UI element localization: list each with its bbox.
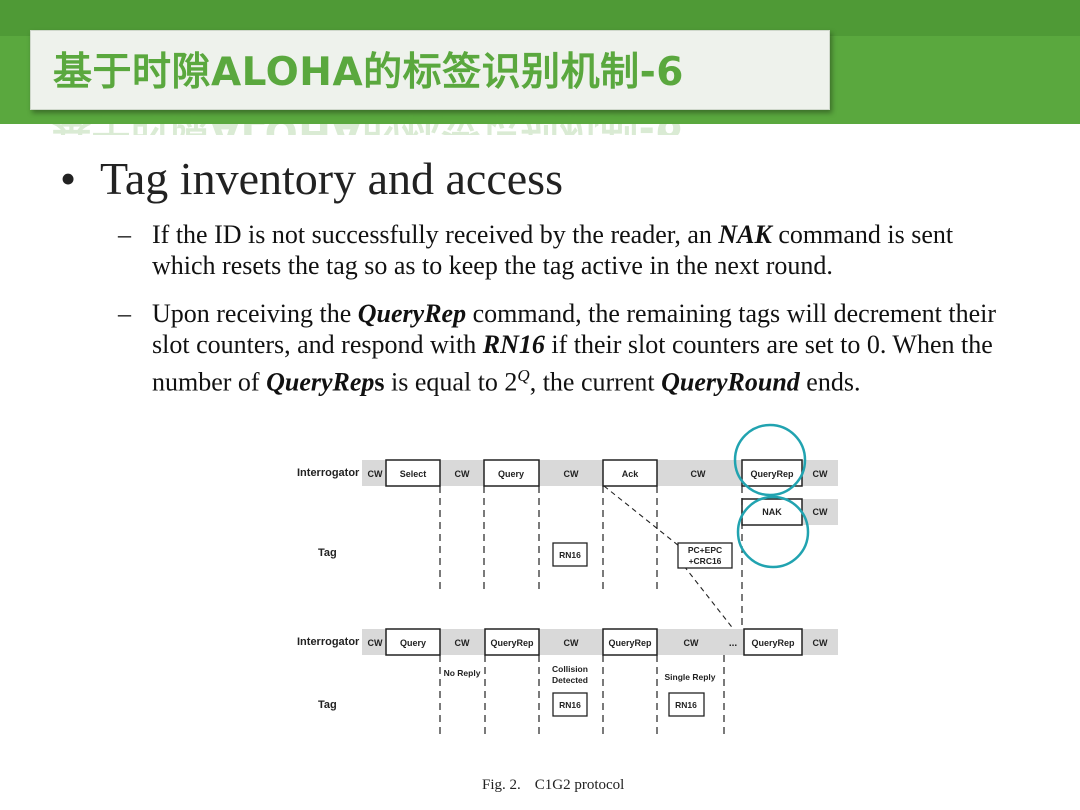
interrogator-label-1: Interrogator — [297, 467, 360, 479]
slot-guides-2 — [439, 655, 725, 735]
cw-cell: CW — [564, 638, 579, 648]
query-command-box — [483, 459, 540, 487]
cw-cell: CW — [564, 469, 579, 479]
cw-cell: CW — [813, 469, 828, 479]
bullet-dot: • — [60, 153, 77, 204]
highlight-circle-queryrep — [733, 423, 807, 497]
queryrep-term: QueryRep — [357, 299, 467, 328]
rn16-single-box — [668, 692, 705, 717]
sub-bullet-queryrep: – Upon receiving the QueryRep command, t… — [118, 298, 1018, 438]
select-command-box — [385, 459, 441, 487]
cw-cell: CW — [813, 638, 828, 648]
tag-label-2: Tag — [318, 699, 337, 711]
rn16-single-label: RN16 — [675, 700, 697, 710]
cw-cell: CW — [455, 469, 470, 479]
interrogator-label-2: Interrogator — [297, 636, 360, 648]
pc-epc-crc-box — [677, 542, 733, 569]
rn16-reply-box — [552, 542, 588, 567]
dash-marker: – — [118, 299, 131, 328]
query-command-label: Query — [498, 469, 524, 479]
queryreps-term: QueryRep — [266, 367, 375, 397]
exponent-q: Q — [517, 366, 530, 385]
cw-cell: CW — [813, 507, 828, 517]
queryrep-label-b: QueryRep — [608, 638, 652, 648]
queryrep-command-label: QueryRep — [750, 469, 794, 479]
ack-command-label: Ack — [622, 469, 640, 479]
ack-to-epc-line — [603, 485, 685, 551]
queryrep-label-a: QueryRep — [490, 638, 534, 648]
query-command-label-2: Query — [400, 638, 426, 648]
cw-cell: CW — [455, 638, 470, 648]
collision-label: Collision — [552, 664, 588, 674]
ellipsis: ... — [729, 638, 738, 649]
queryrep-label-c: QueryRep — [751, 638, 795, 648]
cw-cell: CW — [684, 638, 699, 648]
nak-term: NAK — [718, 220, 772, 249]
query-command-box-2 — [385, 628, 441, 656]
queryround-term: QueryRound — [661, 367, 800, 397]
no-reply-label: No Reply — [444, 668, 481, 678]
sub-bullet-nak: – If the ID is not successfully received… — [118, 219, 1018, 283]
single-reply-label: Single Reply — [664, 672, 715, 682]
select-command-label: Select — [400, 469, 427, 479]
rn16-term: RN16 — [482, 330, 545, 359]
detected-label: Detected — [552, 675, 588, 685]
cw-cell: CW — [691, 469, 706, 479]
highlight-circle-nak — [736, 495, 810, 569]
main-bullet: • Tag inventory and access — [60, 152, 563, 205]
pc-epc-label: PC+EPC — [688, 545, 722, 555]
dash-marker: – — [118, 220, 131, 249]
cw-cell: CW — [368, 638, 383, 648]
cw-cell: CW — [368, 469, 383, 479]
queryrep-box-c — [743, 628, 803, 656]
rn16-reply-label: RN16 — [559, 550, 581, 560]
title-box: 基于时隙ALOHA的标签识别机制-6 — [30, 30, 830, 110]
rn16-collision-label: RN16 — [559, 700, 581, 710]
slide-title: 基于时隙ALOHA的标签识别机制-6 — [53, 50, 684, 95]
nak-command-label: NAK — [762, 507, 782, 517]
queryrep-box-a — [484, 628, 540, 656]
queryrep-box-b — [602, 628, 658, 656]
ack-command-box — [602, 459, 658, 487]
epc-to-next-round-line — [683, 565, 743, 641]
tag-label-1: Tag — [318, 547, 337, 559]
main-bullet-text: Tag inventory and access — [100, 153, 563, 204]
sub-bullet-queryrep-text: Upon receiving the QueryRep command, the… — [152, 299, 997, 397]
sub-bullet-nak-text: If the ID is not successfully received b… — [152, 220, 954, 280]
rn16-collision-box — [552, 692, 588, 717]
crc16-label: +CRC16 — [689, 556, 722, 566]
slot-guides-1 — [439, 486, 743, 632]
figure-caption: Fig. 2.C1G2 protocol — [482, 777, 625, 793]
